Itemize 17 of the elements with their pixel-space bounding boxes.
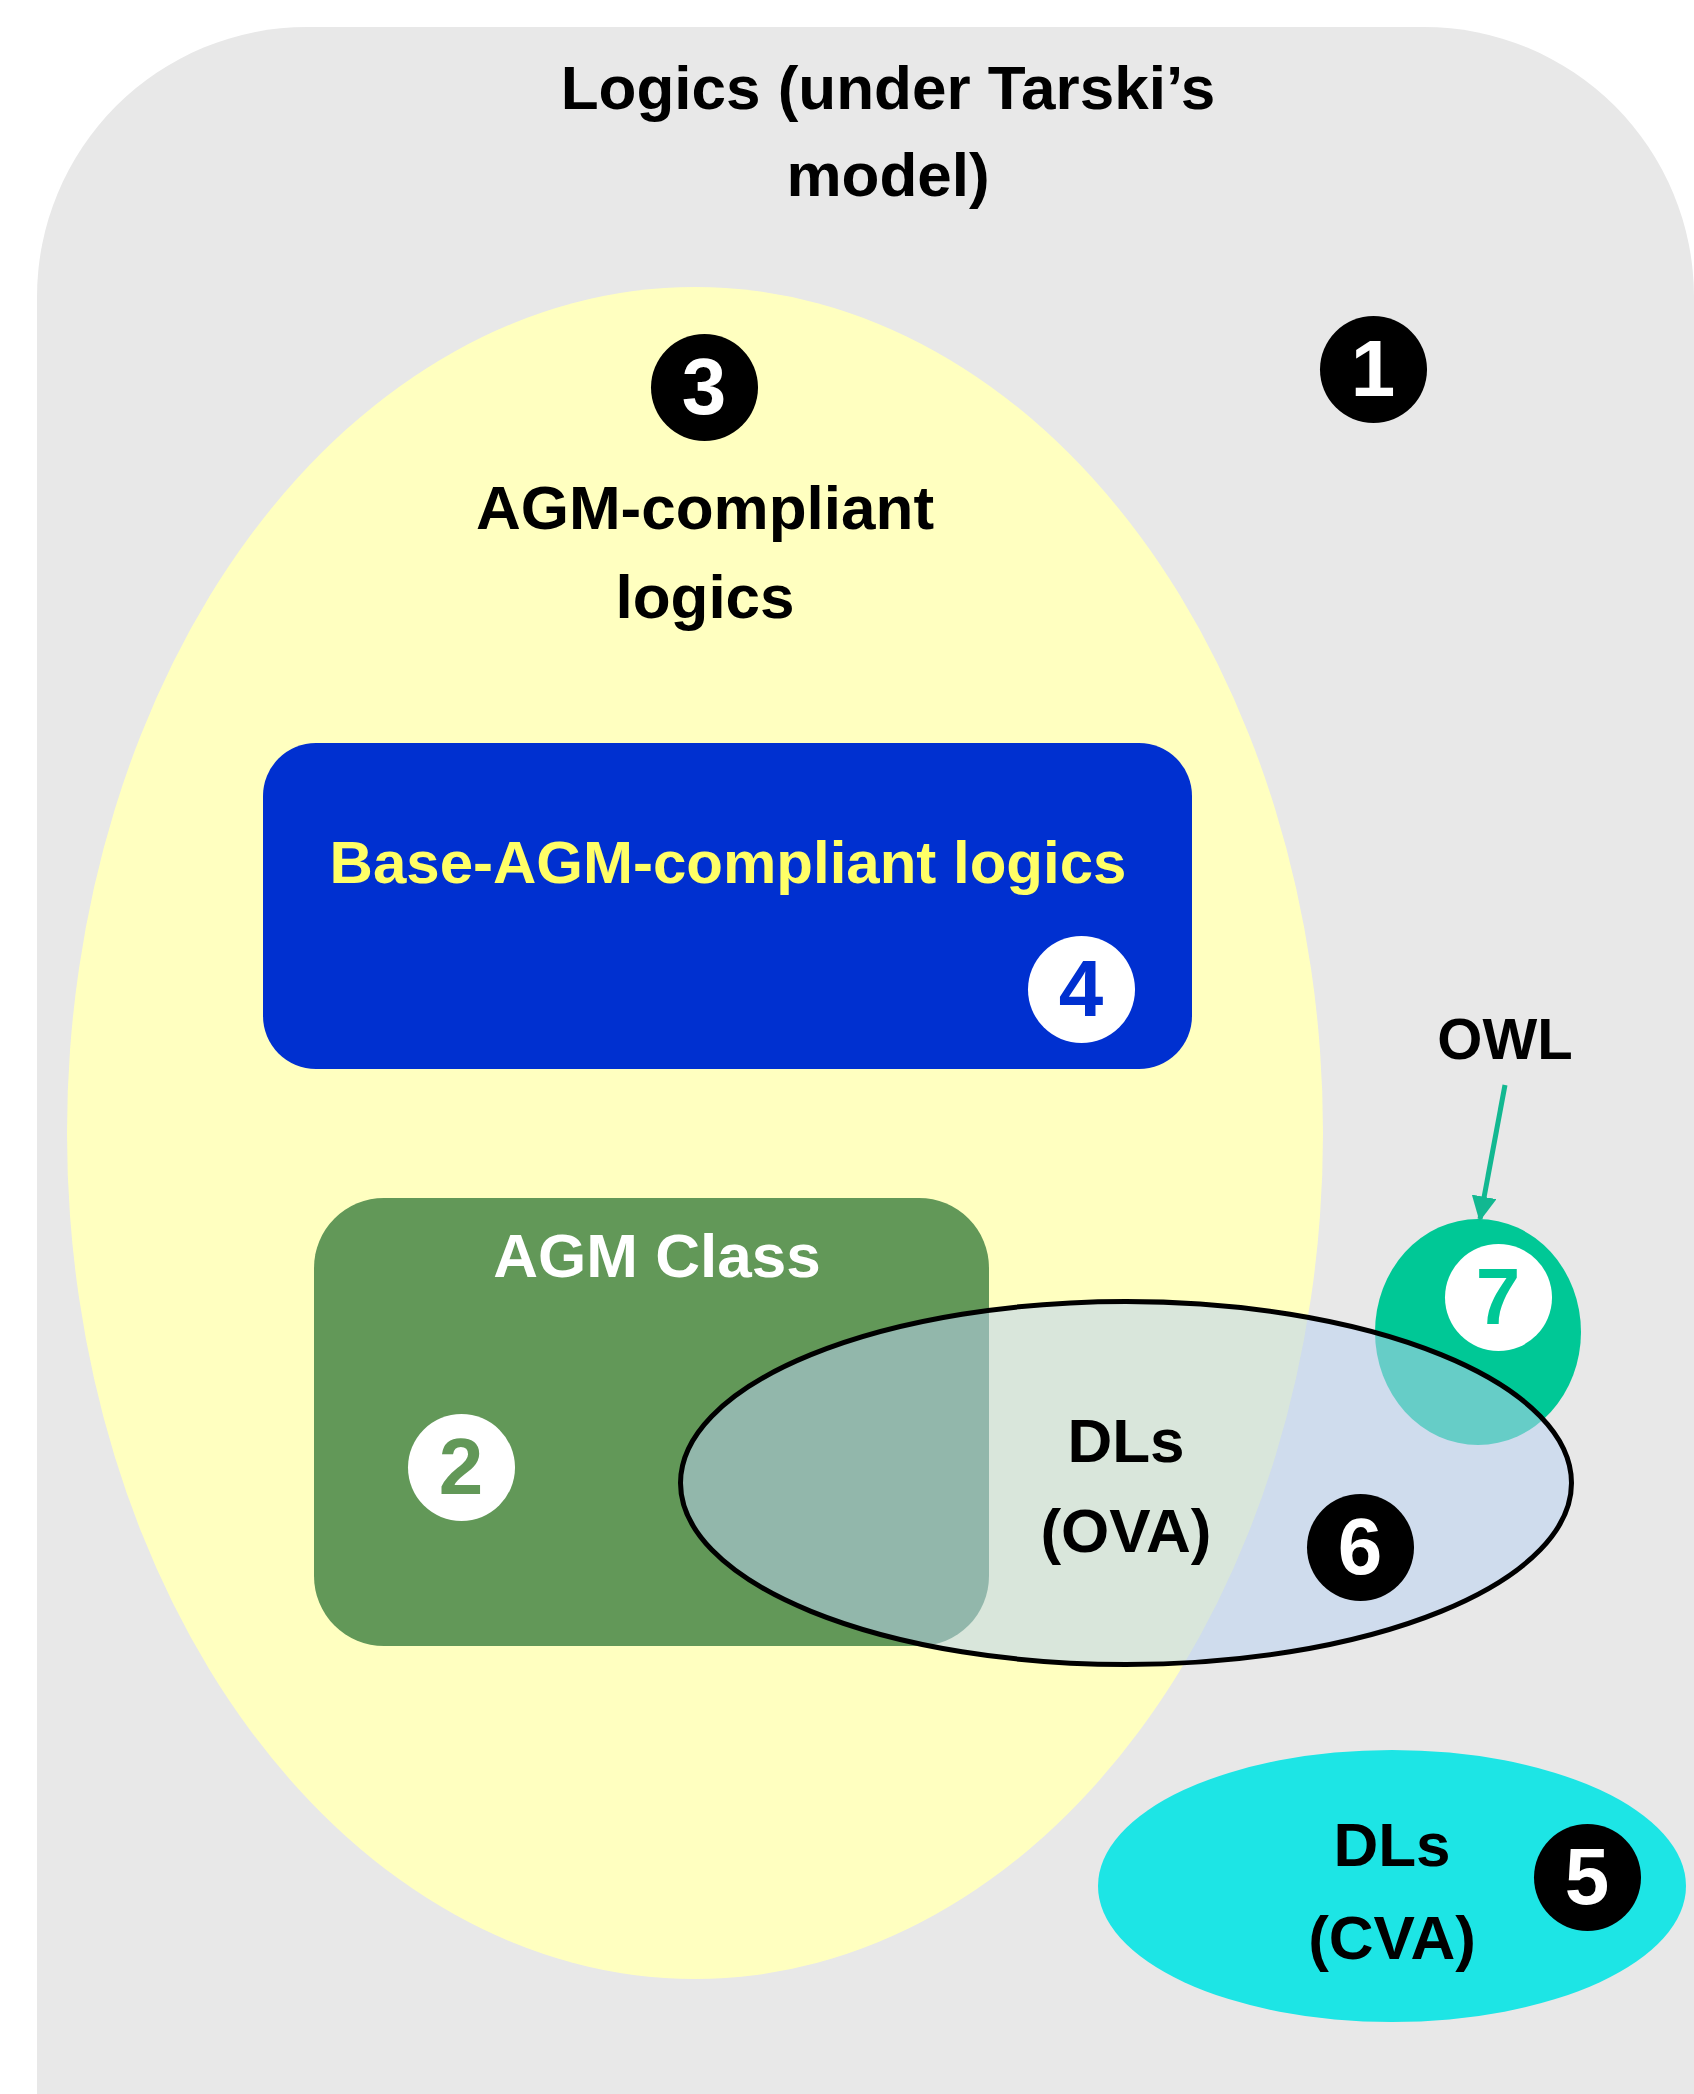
arrow — [1471, 1084, 1508, 1222]
region-label: AGM Class — [492, 1220, 822, 1292]
region-label: DLs (CVA) — [1307, 1809, 1477, 1974]
callout-number: 6 — [1306, 1493, 1414, 1601]
callout-number: 4 — [1027, 935, 1135, 1043]
rounded-box — [263, 743, 1192, 1069]
region-label: Base-AGM-compliant logics — [328, 828, 1128, 898]
circle-region — [1375, 1219, 1581, 1445]
region-label: DLs (OVA) — [1039, 1405, 1213, 1567]
ellipse-region — [1098, 1750, 1686, 2022]
rounded-box — [314, 1198, 989, 1646]
callout-number: 1 — [1319, 315, 1427, 423]
rounded-panel — [37, 27, 1694, 2094]
region-label: Logics (under Tarski’s model) — [559, 52, 1217, 211]
callout-number: 2 — [407, 1413, 515, 1521]
region-label: AGM-compliant logics — [474, 472, 936, 633]
label-text: OWL — [1436, 1005, 1574, 1073]
